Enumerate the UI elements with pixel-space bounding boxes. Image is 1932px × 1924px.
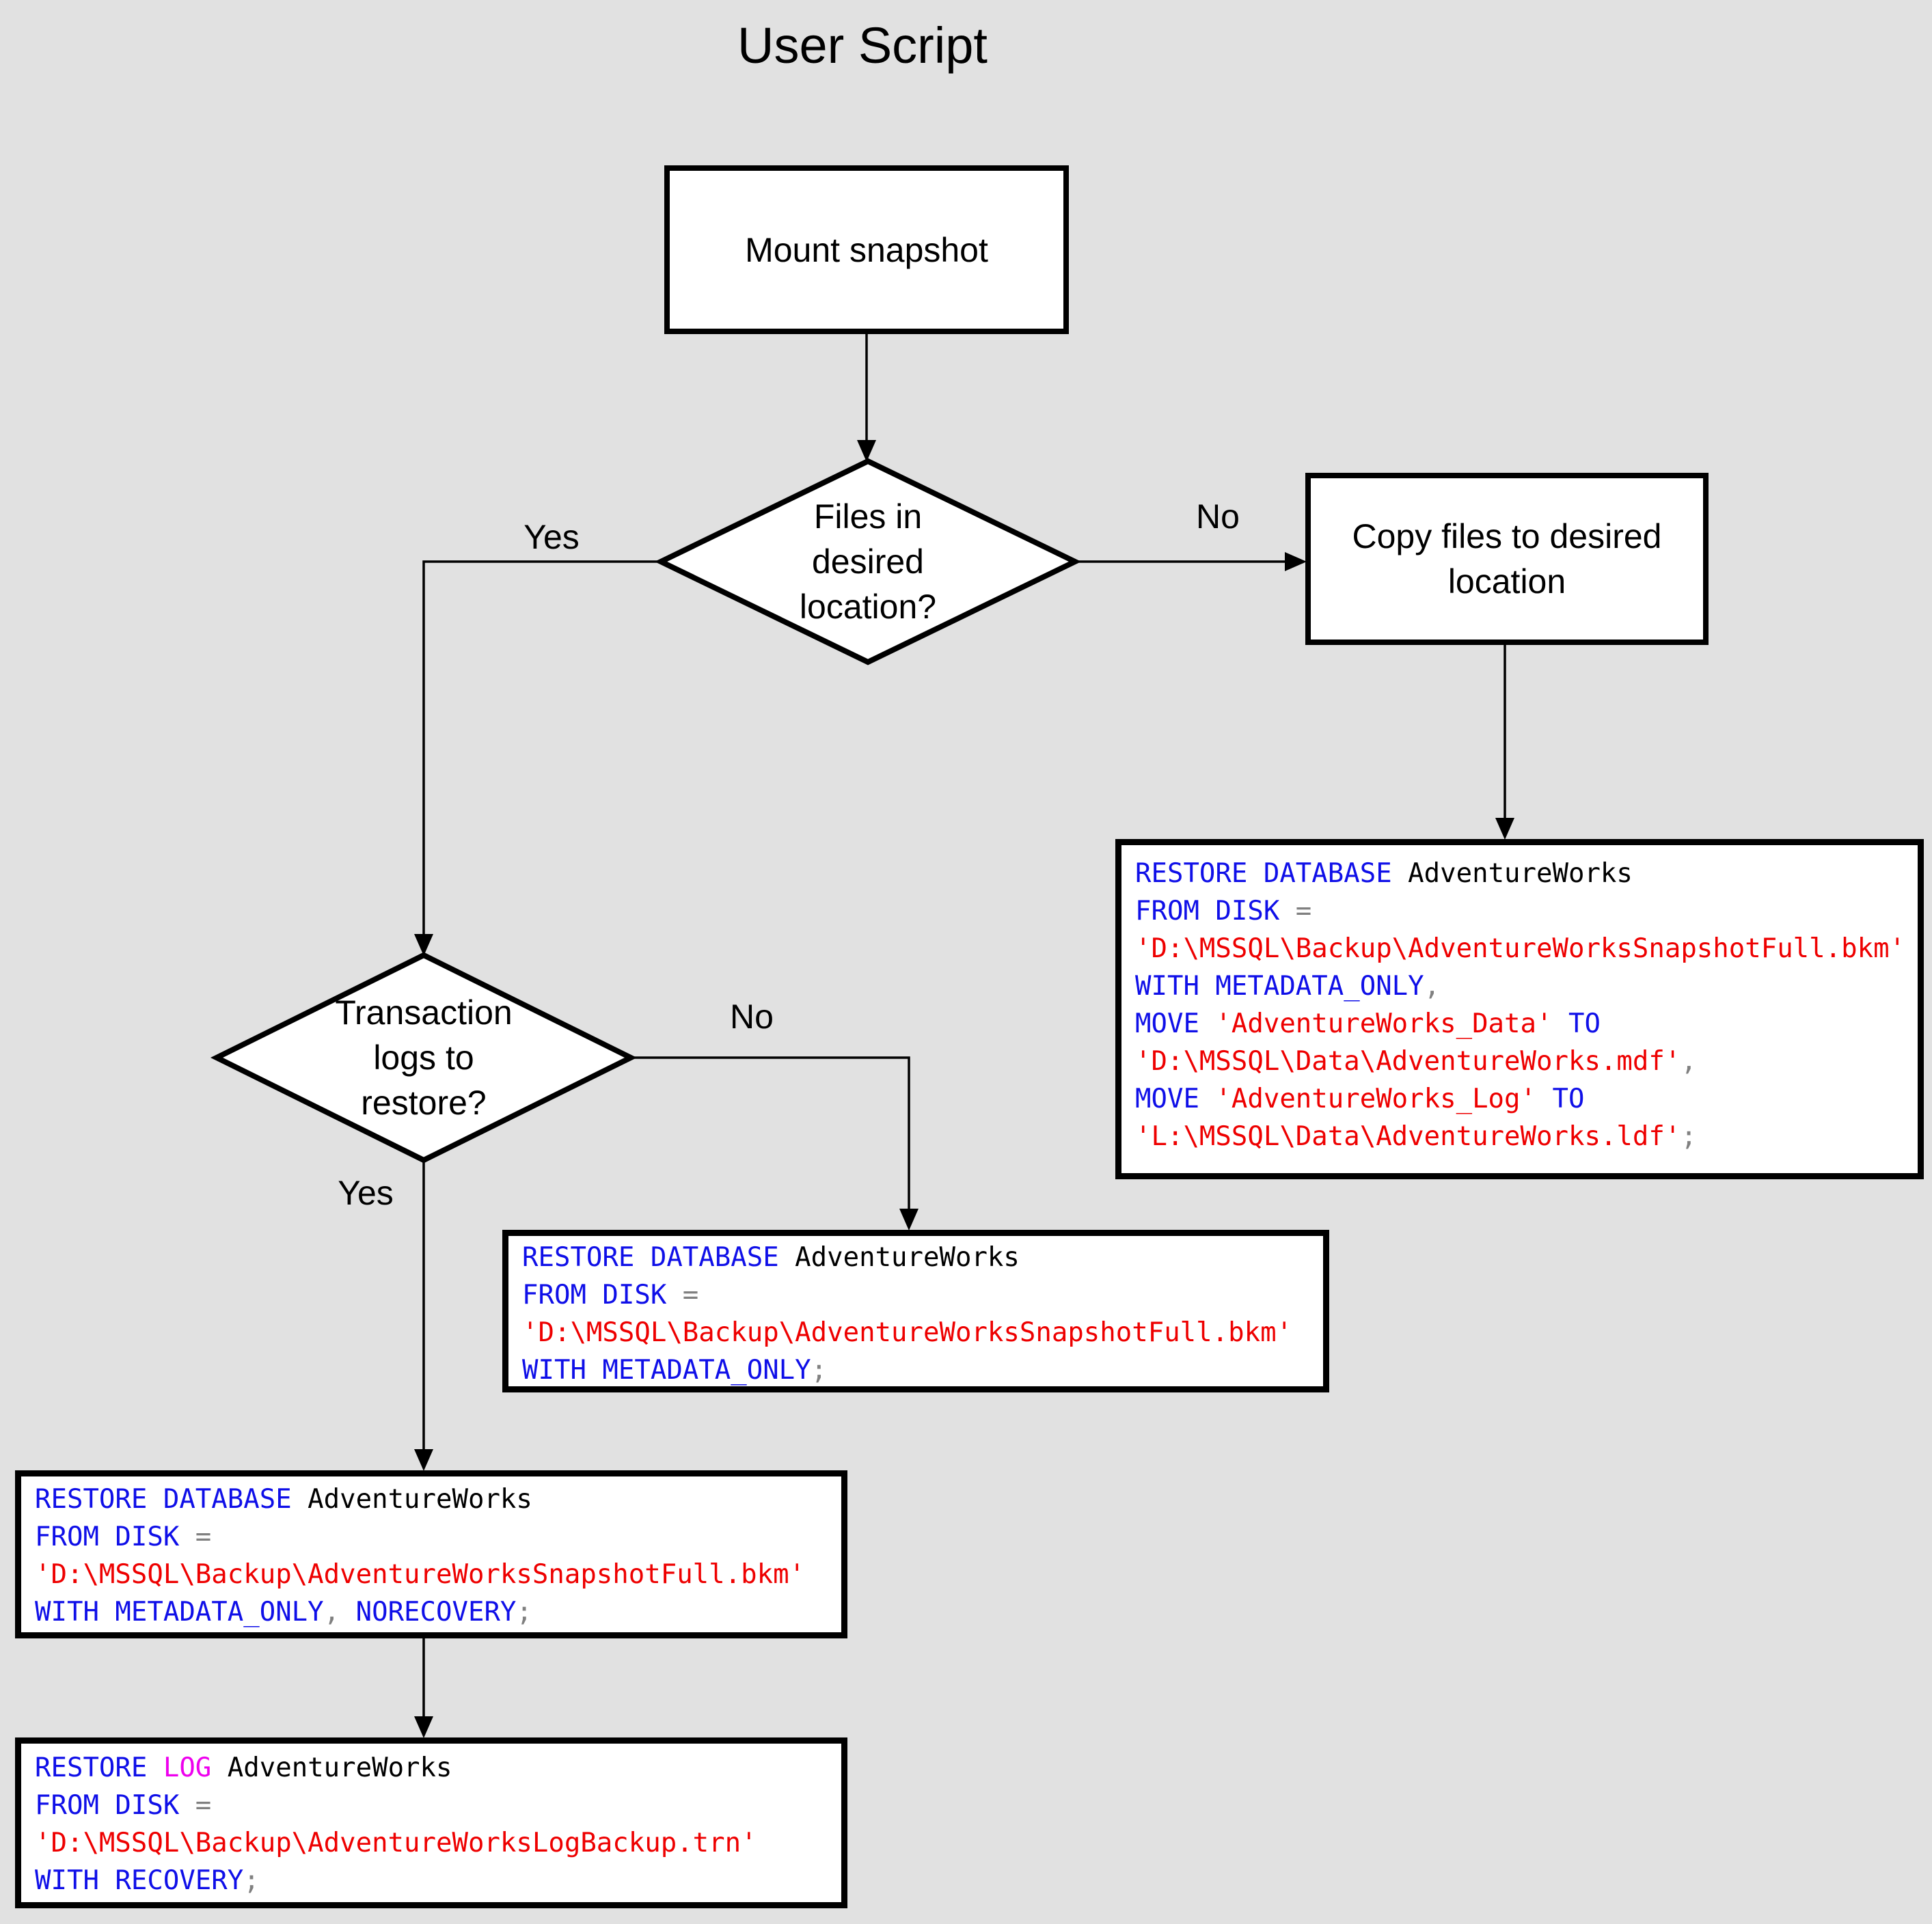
node-copy-files-label-line: Copy files to desired: [1352, 517, 1662, 555]
edge-files-yes-to-logs-decision: [422, 560, 661, 947]
code-line: RESTORE DATABASE AdventureWorks: [35, 1484, 532, 1515]
edge-files-yes-arrowhead-icon: [414, 934, 433, 956]
node-copy-files: Copy files to desired location: [1305, 473, 1709, 645]
code-line: WITH METADATA_ONLY, NORECOVERY;: [35, 1597, 532, 1627]
decision-files-label-line: desired: [812, 542, 924, 581]
code-line: FROM DISK =: [1135, 896, 1312, 926]
edge-label-files-yes: Yes: [523, 518, 580, 556]
code-line: 'D:\MSSQL\Data\AdventureWorks.mdf',: [1135, 1046, 1697, 1077]
decision-logs-label: Transaction logs to restore?: [287, 990, 560, 1125]
code-line: 'D:\MSSQL\Backup\AdventureWorksSnapshotF…: [522, 1317, 1293, 1348]
code-line: WITH METADATA_ONLY;: [522, 1355, 828, 1386]
edge-logs-yes-arrowhead-icon: [414, 1449, 433, 1471]
edge-label-logs-no: No: [730, 998, 774, 1036]
code-line: RESTORE DATABASE AdventureWorks: [522, 1242, 1020, 1273]
edge-logs-no-to-metadata-only-code: [631, 1056, 910, 1222]
node-mount-snapshot-label: Mount snapshot: [745, 230, 988, 269]
edge-label-files-no: No: [1196, 497, 1240, 536]
edge-copy-to-code-arrowhead-icon: [1495, 818, 1514, 840]
edge-label-logs-yes: Yes: [338, 1174, 394, 1212]
code-line: FROM DISK =: [522, 1280, 699, 1310]
code-line: RESTORE LOG AdventureWorks: [35, 1753, 452, 1783]
decision-files-label: Files in desired location?: [731, 494, 1005, 629]
code-line: MOVE 'AdventureWorks_Log' TO: [1135, 1084, 1585, 1114]
code-line: RESTORE DATABASE AdventureWorks: [1135, 858, 1633, 889]
decision-files-label-line: location?: [799, 588, 937, 626]
code-line: WITH METADATA_ONLY,: [1135, 971, 1441, 1002]
code-line: 'D:\MSSQL\Backup\AdventureWorksSnapshotF…: [35, 1559, 806, 1590]
edge-norecovery-to-restore-log-arrowhead-icon: [414, 1716, 433, 1738]
decision-logs-label-line: restore?: [361, 1084, 487, 1122]
edge-mount-to-files-decision-arrowhead-icon: [857, 440, 876, 462]
code-line: FROM DISK =: [35, 1522, 212, 1552]
edge-logs-no-arrowhead-icon: [899, 1209, 919, 1231]
decision-logs-diamond: [210, 952, 638, 1164]
edge-files-no-arrowhead-icon: [1285, 552, 1307, 571]
page-title: User Script: [737, 17, 988, 74]
decision-logs-label-line: logs to: [373, 1039, 474, 1077]
decision-files-label-line: Files in: [813, 497, 923, 536]
node-copy-files-label-line: location: [1447, 562, 1566, 601]
code-line: 'L:\MSSQL\Data\AdventureWorks.ldf';: [1135, 1121, 1697, 1152]
code-line: FROM DISK =: [35, 1790, 212, 1821]
code-line: MOVE 'AdventureWorks_Data' TO: [1135, 1008, 1601, 1039]
node-mount-snapshot: Mount snapshot: [664, 165, 1069, 334]
code-line: 'D:\MSSQL\Backup\AdventureWorksSnapshotF…: [1135, 933, 1906, 964]
code-line: 'D:\MSSQL\Backup\AdventureWorksLogBackup…: [35, 1828, 757, 1858]
code-line: WITH RECOVERY;: [35, 1865, 260, 1896]
decision-logs-label-line: Transaction: [335, 993, 513, 1032]
decision-files-diamond: [654, 458, 1082, 665]
